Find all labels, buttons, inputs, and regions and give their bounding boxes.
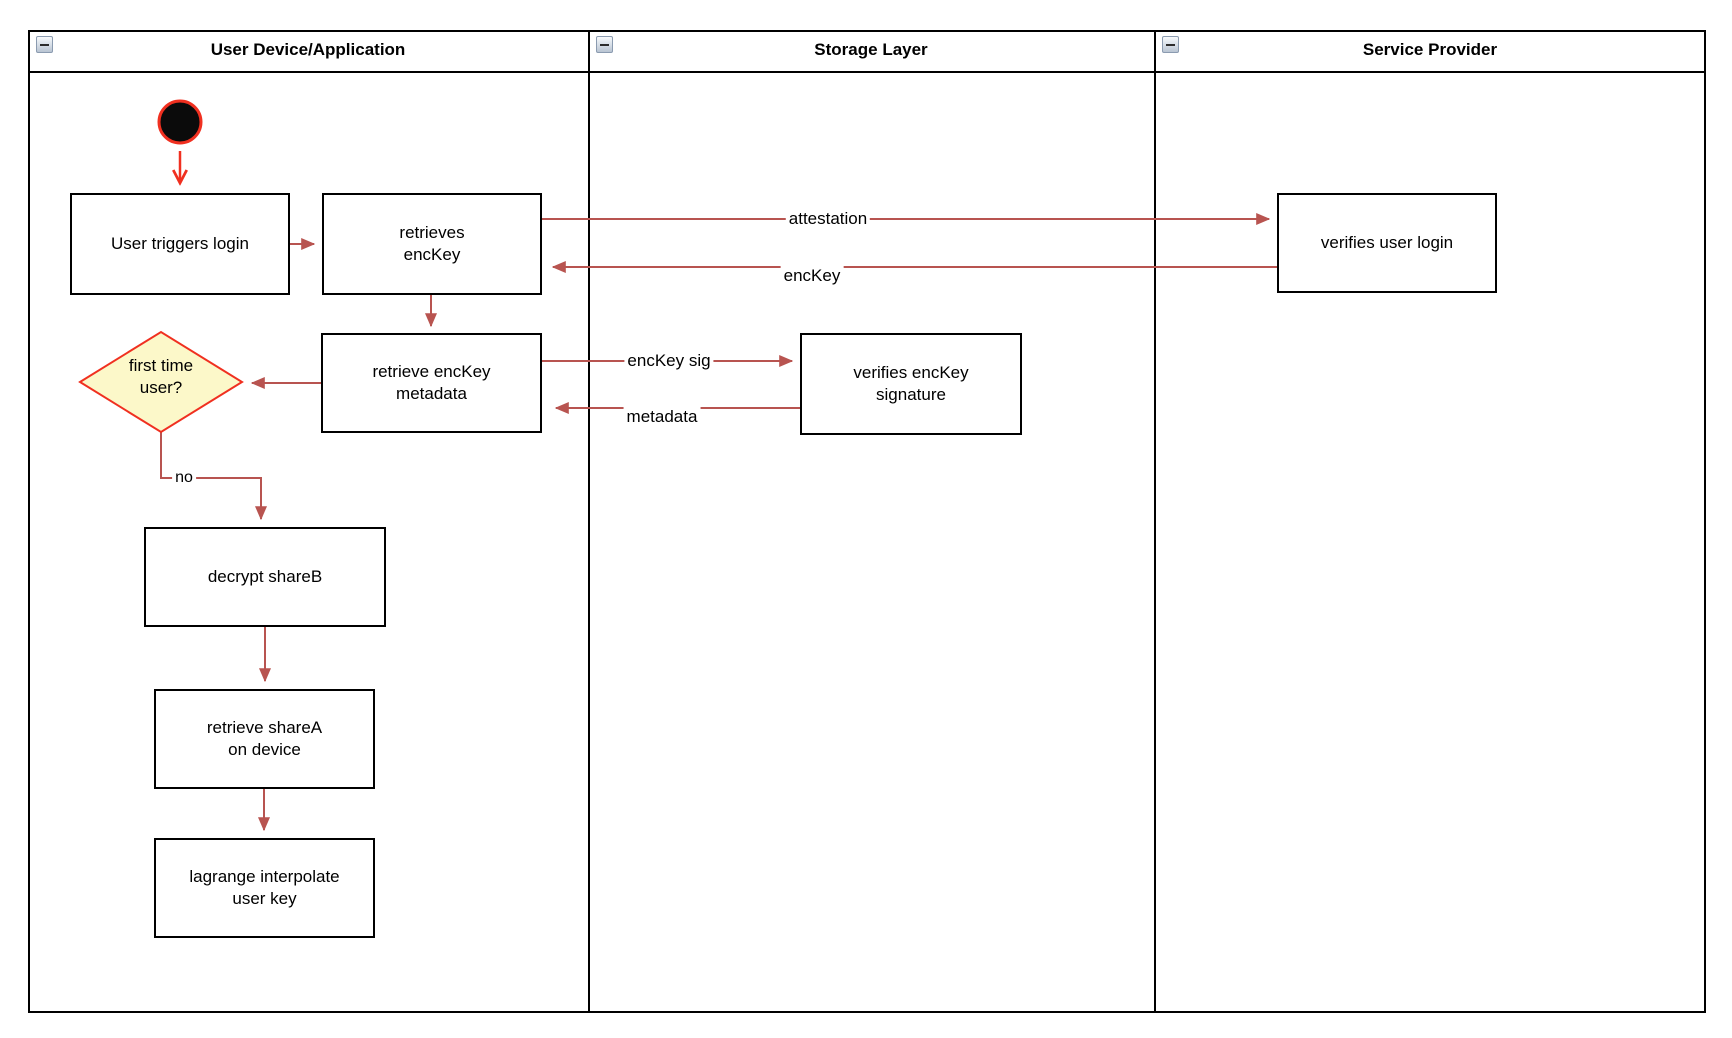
minus-icon — [40, 43, 49, 46]
collapse-lane-icon[interactable] — [596, 36, 613, 53]
lane-title-user-device: User Device/Application — [210, 40, 406, 59]
lane-divider-1 — [588, 30, 590, 1013]
edge-label-metadata: metadata — [623, 407, 701, 427]
node-retrieve-enckey-metadata[interactable]: retrieve encKey metadata — [321, 333, 542, 433]
lane-title-service-provider: Service Provider — [1362, 40, 1498, 59]
edge-label-no: no — [172, 469, 196, 487]
node-verifies-enckey-signature[interactable]: verifies encKey signature — [800, 333, 1022, 435]
node-decrypt-shareb[interactable]: decrypt shareB — [144, 527, 386, 627]
edge-label-enckey: encKey — [780, 266, 844, 286]
decision-diamond-label: first time user? — [128, 356, 194, 398]
minus-icon — [600, 43, 609, 46]
node-lagrange-interpolate-user-key[interactable]: lagrange interpolate user key — [154, 838, 375, 938]
edge-label-enckey-sig: encKey sig — [624, 351, 714, 371]
edge-label-attestation: attestation — [785, 209, 871, 229]
minus-icon — [1166, 43, 1175, 46]
collapse-lane-icon[interactable] — [36, 36, 53, 53]
node-user-triggers-login[interactable]: User triggers login — [70, 193, 290, 295]
node-verifies-user-login[interactable]: verifies user login — [1277, 193, 1497, 293]
lane-title-storage-layer: Storage Layer — [814, 40, 928, 59]
collapse-lane-icon[interactable] — [1162, 36, 1179, 53]
node-retrieve-sharea-on-device[interactable]: retrieve shareA on device — [154, 689, 375, 789]
lane-header-separator — [28, 71, 1706, 73]
lane-divider-2 — [1154, 30, 1156, 1013]
node-retrieves-enckey[interactable]: retrieves encKey — [322, 193, 542, 295]
